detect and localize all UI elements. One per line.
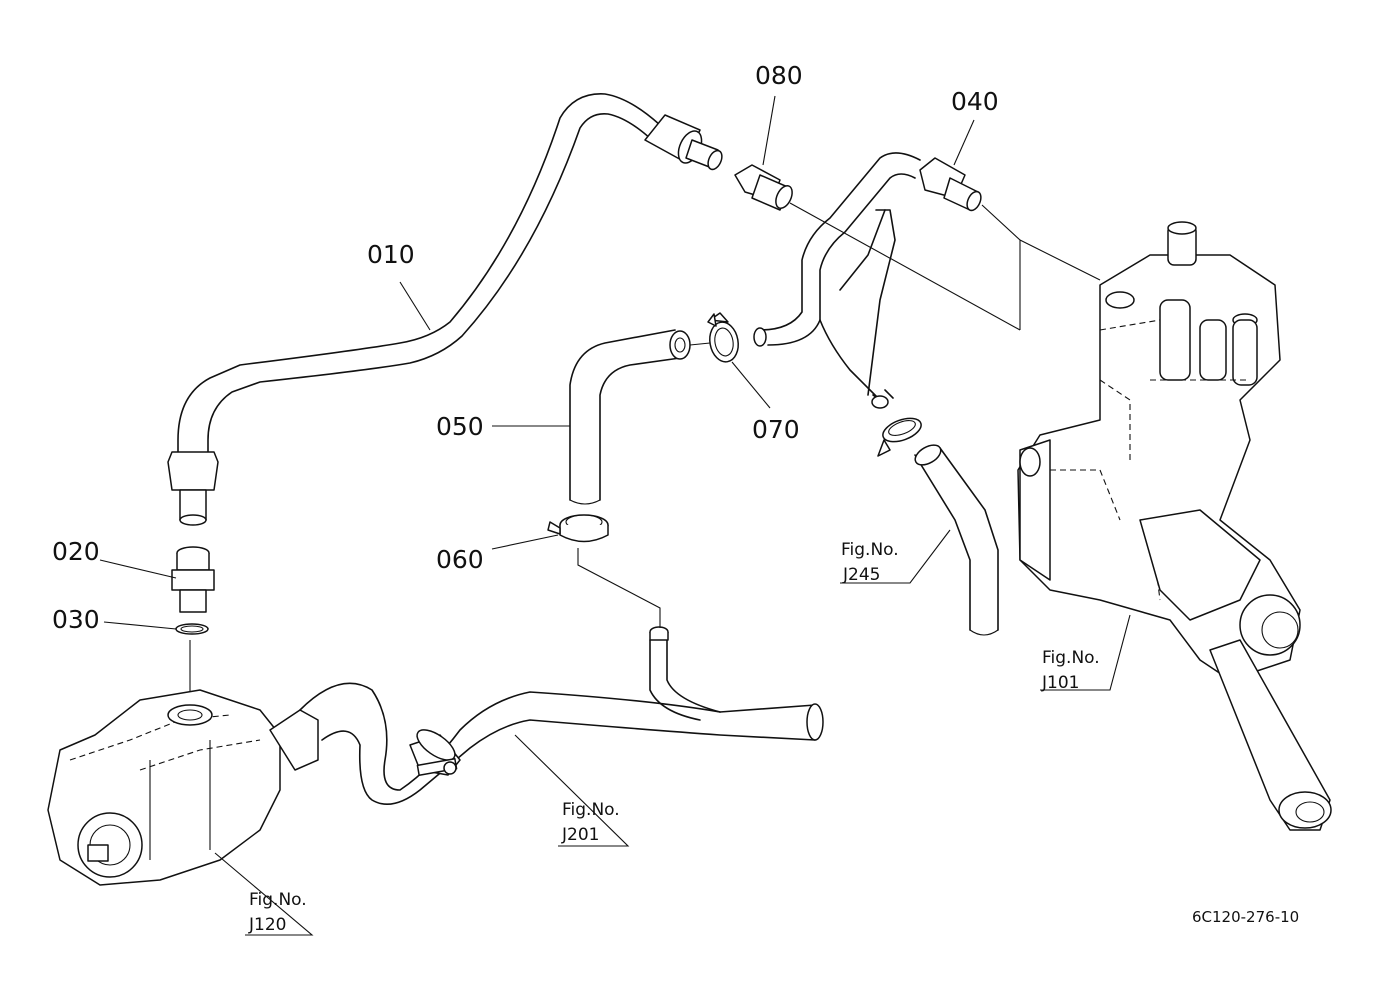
fitting-080[interactable]	[734, 164, 795, 211]
fig-ref-j101-number: J101	[1041, 673, 1079, 693]
assembly-line-040b	[1019, 239, 1101, 281]
adaptor-020[interactable]	[171, 546, 215, 613]
callout-050: 050	[436, 412, 484, 441]
callout-010: 010	[367, 240, 415, 269]
fig-ref-j245-number: J245	[842, 565, 880, 585]
callout-020: 020	[52, 537, 100, 566]
fig-ref-j201-number: J201	[561, 825, 599, 845]
steering-unit	[1017, 221, 1332, 831]
assembly-line-070	[689, 342, 711, 346]
leader-lines	[99, 95, 1131, 936]
callout-030: 030	[52, 605, 100, 634]
hydraulic-pump	[47, 689, 319, 886]
clamp-060[interactable]	[547, 514, 609, 543]
hose-j245	[914, 444, 999, 636]
branch-pipe	[649, 626, 721, 721]
pipe-nut-bottom	[167, 451, 219, 526]
pipe-010[interactable]	[177, 93, 661, 456]
fig-ref-j120-caption: Fig.No.	[249, 890, 307, 910]
assembly-line-040	[981, 204, 1021, 330]
callout-040: 040	[951, 87, 999, 116]
fitting-040[interactable]	[919, 157, 984, 213]
drawing-code: 6C120-276-10	[1192, 908, 1299, 926]
callout-070: 070	[752, 415, 800, 444]
o-ring-030[interactable]	[175, 623, 209, 635]
hose-050[interactable]	[569, 329, 691, 505]
pipe-nut-top	[644, 114, 723, 171]
assembly-line-060	[577, 548, 661, 628]
fig-ref-j120-number: J120	[248, 915, 286, 935]
fig-ref-j245-caption: Fig.No.	[841, 540, 899, 560]
suction-hose	[299, 682, 824, 806]
callout-080: 080	[755, 61, 803, 90]
fig-ref-j101-caption: Fig.No.	[1042, 648, 1100, 668]
callout-060: 060	[436, 545, 484, 574]
fig-ref-j201-caption: Fig.No.	[562, 800, 620, 820]
pipe-040-line	[753, 152, 921, 409]
clamp-j245	[877, 417, 922, 457]
clamp-070[interactable]	[707, 312, 742, 364]
assembly-line-080	[789, 202, 1021, 331]
